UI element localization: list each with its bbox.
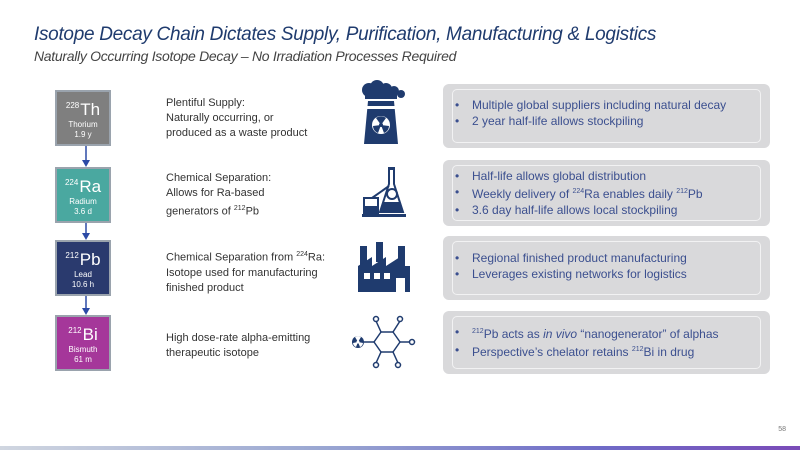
panel-border: [452, 165, 761, 221]
list-item: Multiple global suppliers including natu…: [455, 97, 726, 113]
manufacturing-plant-icon: [358, 242, 410, 292]
isotope-mass: 228: [65, 101, 80, 110]
decay-arrow-icon: [82, 296, 90, 315]
page-title: Isotope Decay Chain Dictates Supply, Pur…: [34, 24, 657, 45]
description-line: Allows for Ra-based: [166, 187, 265, 199]
decay-arrow-icon: [82, 146, 90, 167]
list-item: Half-life allows global distribution: [455, 168, 703, 184]
list-item: Leverages existing networks for logistic…: [455, 266, 687, 282]
description-radium: Chemical Separation: Allows for Ra-based…: [166, 171, 271, 220]
info-panel-radium: Half-life allows global distribution Wee…: [443, 160, 770, 226]
description-bismuth: High dose-rate alpha-emitting therapeuti…: [166, 331, 310, 361]
decay-arrow-icon: [82, 223, 90, 240]
list-item: 212Pb acts as in vivo “nanogenerator” of…: [455, 324, 719, 342]
description-line: Chemical Separation:: [166, 172, 272, 184]
isotope-box-lead: 212Pb Lead 10.6 h: [55, 240, 111, 296]
factory-radiation-icon: [362, 80, 405, 144]
isotope-name: Lead: [74, 270, 92, 279]
description-line: generators of 212Pb: [166, 205, 260, 218]
list-item: 3.6 day half-life allows local stockpili…: [455, 202, 703, 218]
molecule-radiation-icon: [352, 315, 416, 369]
isotope-mass: 212: [65, 251, 79, 260]
description-line: therapeutic isotope: [166, 347, 259, 359]
isotope-symbol: Ra: [79, 177, 102, 196]
isotope-box-thorium: 228Th Thorium 1.9 y: [55, 90, 111, 146]
list-item: Weekly delivery of 224Ra enables daily 2…: [455, 184, 703, 202]
isotope-name: Thorium: [68, 120, 98, 129]
list-item: Perspective’s chelator retains 212Bi in …: [455, 342, 719, 360]
isotope-half-life: 10.6 h: [71, 280, 95, 289]
isotope-name: Bismuth: [68, 345, 98, 354]
description-line: Chemical Separation from 224Ra:: [166, 251, 326, 264]
panel-border: [452, 89, 761, 143]
description-line: produced as a waste product: [166, 127, 308, 139]
description-line: High dose-rate alpha-emitting: [166, 332, 311, 344]
info-panel-bismuth: 212Pb acts as in vivo “nanogenerator” of…: [443, 311, 770, 374]
page-subtitle: Naturally Occurring Isotope Decay – No I…: [34, 48, 457, 64]
isotope-box-radium: 224Ra Radium 3.6 d: [55, 167, 111, 223]
description-lead: Chemical Separation from 224Ra: Isotope …: [166, 247, 325, 296]
panel-border: [452, 316, 761, 369]
isotope-half-life: 61 m: [74, 355, 92, 364]
description-thorium: Plentiful Supply: Naturally occurring, o…: [166, 96, 307, 141]
isotope-name: Radium: [69, 197, 97, 206]
panel-border: [452, 241, 761, 295]
isotope-half-life: 1.9 y: [74, 130, 92, 139]
isotope-box-bismuth: 212Bi Bismuth 61 m: [55, 315, 111, 371]
isotope-half-life: 3.6 d: [74, 207, 92, 216]
description-line: Plentiful Supply:: [166, 97, 245, 109]
list-item: 2 year half-life allows stockpiling: [455, 113, 726, 129]
info-panel-thorium: Multiple global suppliers including natu…: [443, 84, 770, 148]
isotope-symbol: Th: [80, 100, 101, 119]
page-number: 58: [778, 426, 786, 433]
footer-gradient-bar: [0, 446, 800, 450]
info-panel-lead: Regional finished product manufacturing …: [443, 236, 770, 300]
description-line: Isotope used for manufacturing: [166, 266, 318, 279]
isotope-symbol: Bi: [82, 325, 98, 344]
description-line: Naturally occurring, or: [166, 112, 274, 124]
lab-glassware-icon: [362, 167, 406, 217]
list-item: Regional finished product manufacturing: [455, 250, 687, 266]
isotope-mass: 224: [64, 178, 79, 187]
isotope-mass: 212: [68, 326, 82, 335]
description-line: finished product: [166, 281, 244, 294]
isotope-symbol: Pb: [79, 250, 101, 269]
